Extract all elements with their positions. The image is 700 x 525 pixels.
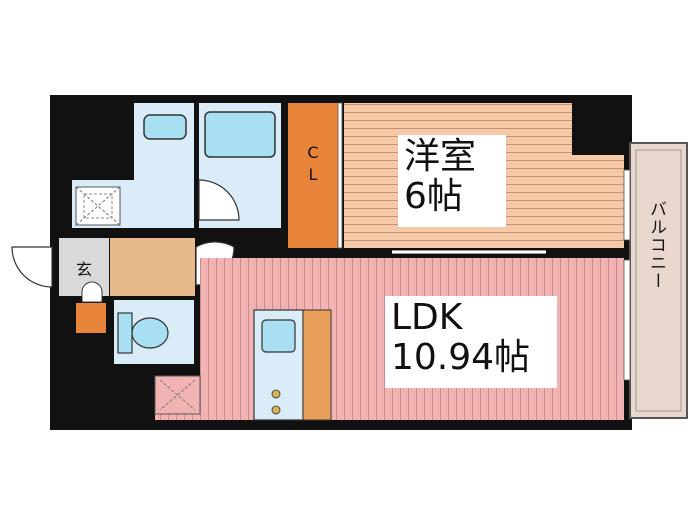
washbasin	[143, 114, 187, 140]
shoe-box	[76, 303, 106, 333]
ldk-name: LDK	[391, 297, 463, 338]
toilet	[131, 317, 169, 349]
bedroom-label: 洋室 6帖	[398, 135, 506, 227]
bedroom-size: 6帖	[404, 176, 463, 217]
closet-label-l: L	[308, 165, 318, 184]
stove-burner	[271, 389, 281, 399]
closet-label-c: C	[307, 143, 319, 162]
bedroom-name: 洋室	[404, 136, 477, 177]
closet-label: C L	[299, 142, 327, 198]
balcony-area	[629, 142, 688, 419]
bathtub	[204, 111, 276, 158]
closet	[288, 103, 338, 248]
kitchen-wood-counter	[302, 309, 332, 421]
ldk-label: LDK 10.94帖	[385, 296, 557, 388]
entrance-label: 玄	[75, 260, 92, 279]
ldk-size: 10.94帖	[391, 337, 531, 378]
kitchen-sink	[261, 319, 296, 353]
hallway	[110, 238, 195, 296]
laundry-pan	[75, 186, 121, 226]
balcony-label: バルコニー	[646, 200, 666, 290]
stove-burner	[271, 405, 281, 415]
